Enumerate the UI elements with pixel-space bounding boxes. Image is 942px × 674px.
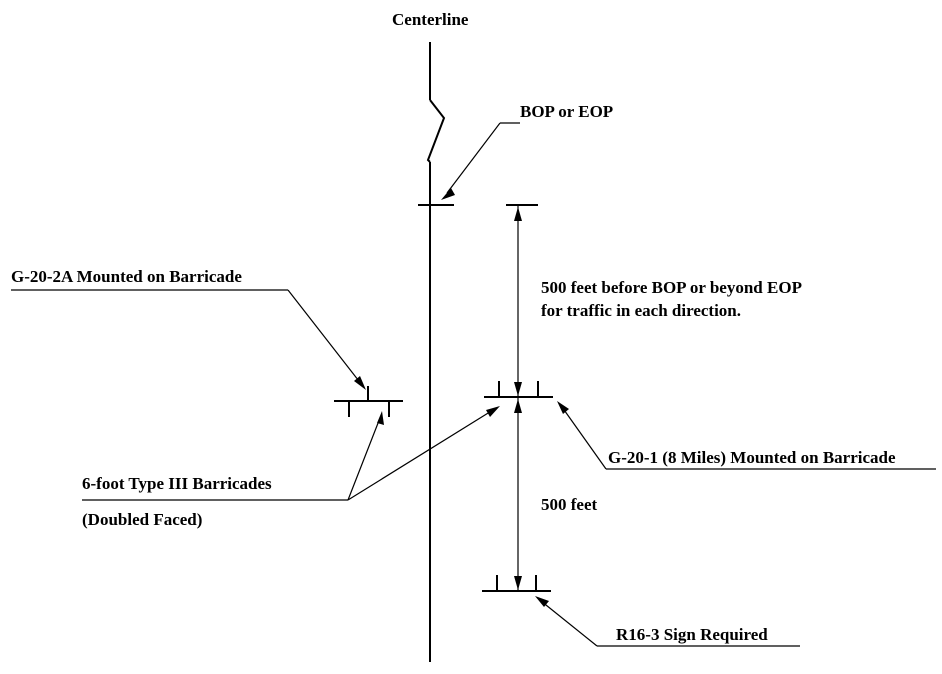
barricades-leaders: [82, 406, 500, 501]
g20-2a-label: G-20-2A Mounted on Barricade: [11, 267, 242, 286]
g20-1-label: G-20-1 (8 Miles) Mounted on Barricade: [608, 448, 896, 467]
g20-2a-leader: [11, 289, 366, 390]
barricade-bottom: [482, 575, 551, 592]
barricades-label-line2: (Doubled Faced): [82, 510, 202, 529]
centerline-road: [418, 42, 454, 662]
centerline-label: Centerline: [392, 10, 469, 29]
barricades-label-line1: 6-foot Type III Barricades: [82, 474, 272, 493]
g20-1-leader: [557, 401, 936, 470]
bop-eop-leader: [441, 122, 520, 200]
bop-eop-label: BOP or EOP: [520, 102, 613, 121]
dimension-500-lower: [514, 397, 522, 591]
dimension-label-upper-line2: for traffic in each direction.: [541, 301, 741, 320]
barricade-left: [334, 386, 403, 417]
dimension-label-upper-line1: 500 feet before BOP or beyond EOP: [541, 278, 802, 297]
r16-3-label: R16-3 Sign Required: [616, 625, 768, 644]
dimension-500-upper: [514, 205, 522, 397]
r16-3-leader: [535, 596, 800, 647]
dimension-label-lower: 500 feet: [541, 495, 598, 514]
